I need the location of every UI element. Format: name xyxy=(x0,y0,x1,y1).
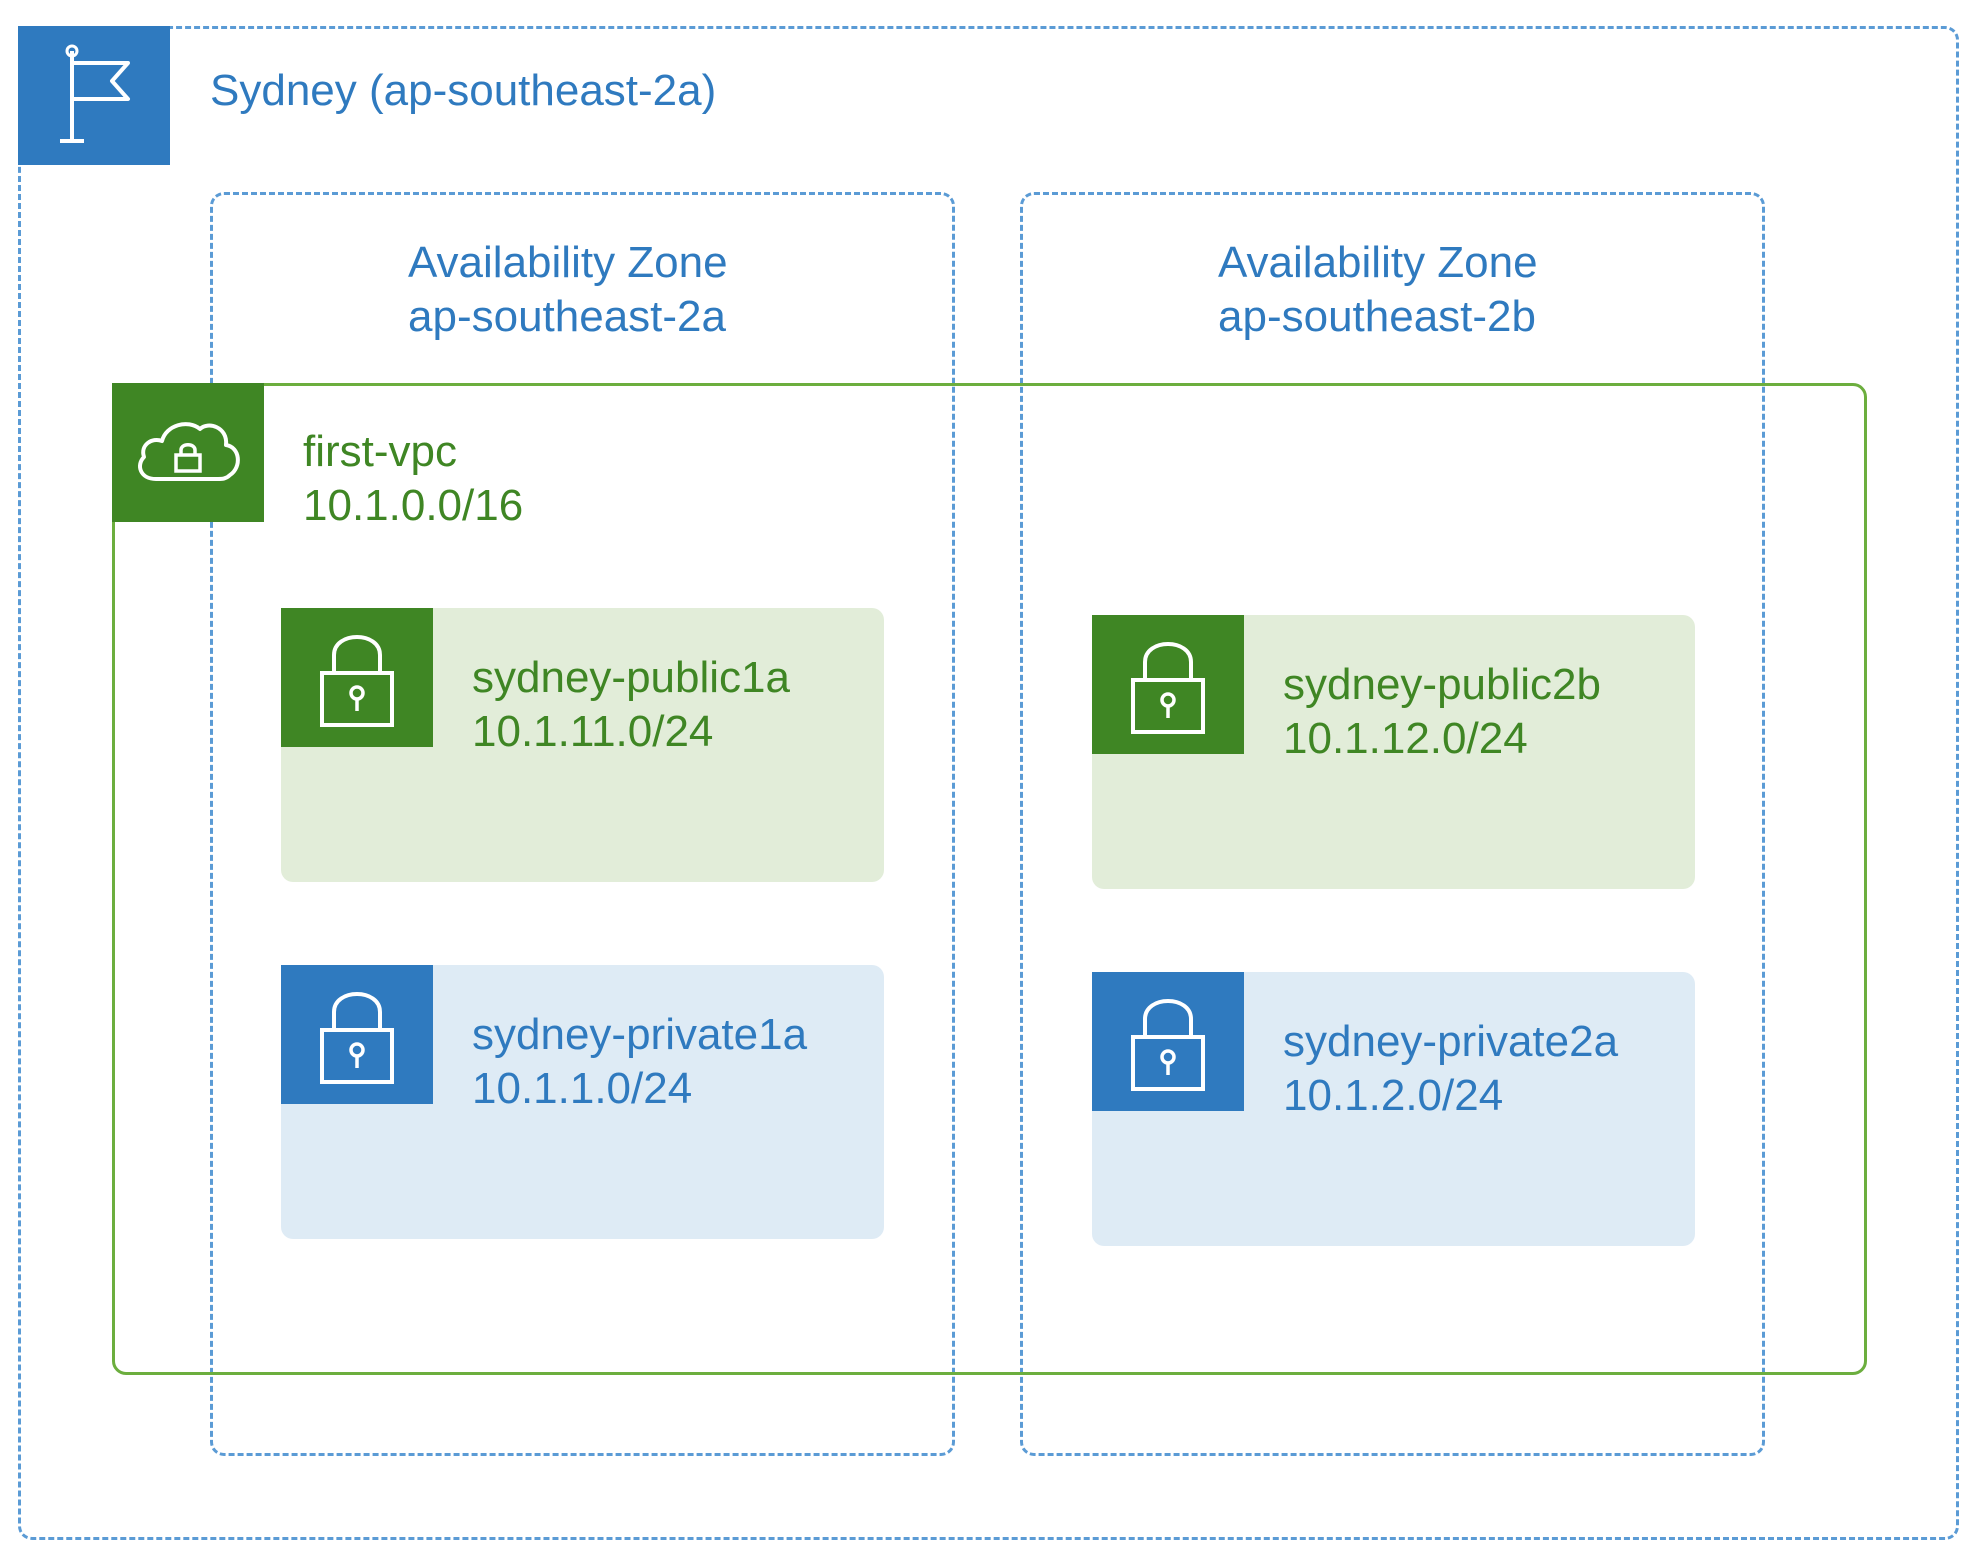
subnet-private2a-badge xyxy=(1092,972,1244,1111)
vpc-name: first-vpc xyxy=(303,427,457,476)
subnet-name: sydney-private2a xyxy=(1283,1017,1619,1066)
vpc-cidr: 10.1.0.0/16 xyxy=(303,481,524,530)
flag-icon xyxy=(60,44,130,143)
subnet-cidr: 10.1.2.0/24 xyxy=(1283,1071,1504,1120)
region-badge xyxy=(18,26,170,165)
subnet-public2b-badge xyxy=(1092,615,1244,754)
subnet-cidr: 10.1.11.0/24 xyxy=(472,707,714,756)
subnet-name: sydney-public1a xyxy=(472,653,790,702)
az-a-id: ap-southeast-2a xyxy=(408,292,726,341)
az-b-id: ap-southeast-2b xyxy=(1218,292,1536,341)
subnet-name: sydney-public2b xyxy=(1283,660,1601,709)
region-title: Sydney (ap-southeast-2a) xyxy=(210,66,717,115)
padlock-icon xyxy=(320,991,394,1084)
region-container xyxy=(18,26,1959,1540)
cloud-lock-icon xyxy=(138,421,240,481)
padlock-icon xyxy=(1131,998,1205,1091)
subnet-private2a-label: sydney-private2a 10.1.2.0/24 xyxy=(1283,1015,1618,1123)
availability-zone-a xyxy=(210,192,955,1456)
subnet-cidr: 10.1.1.0/24 xyxy=(472,1064,693,1113)
subnet-public1a-label: sydney-public1a 10.1.11.0/24 xyxy=(472,651,790,759)
az-b-title: Availability Zone xyxy=(1218,238,1538,287)
availability-zone-a-label: Availability Zone ap-southeast-2a xyxy=(408,236,728,344)
subnet-public1a-badge xyxy=(281,608,433,747)
subnet-cidr: 10.1.12.0/24 xyxy=(1283,714,1528,763)
padlock-icon xyxy=(1131,641,1205,734)
vpc-badge xyxy=(112,383,264,522)
subnet-public2b-label: sydney-public2b 10.1.12.0/24 xyxy=(1283,658,1601,766)
vpc-container xyxy=(112,383,1867,1375)
subnet-private1a-label: sydney-private1a 10.1.1.0/24 xyxy=(472,1008,807,1116)
padlock-icon xyxy=(320,634,394,727)
availability-zone-b xyxy=(1020,192,1765,1456)
az-a-title: Availability Zone xyxy=(408,238,728,287)
vpc-label: first-vpc 10.1.0.0/16 xyxy=(303,425,523,533)
subnet-private1a-badge xyxy=(281,965,433,1104)
subnet-name: sydney-private1a xyxy=(472,1010,808,1059)
availability-zone-b-label: Availability Zone ap-southeast-2b xyxy=(1218,236,1538,344)
